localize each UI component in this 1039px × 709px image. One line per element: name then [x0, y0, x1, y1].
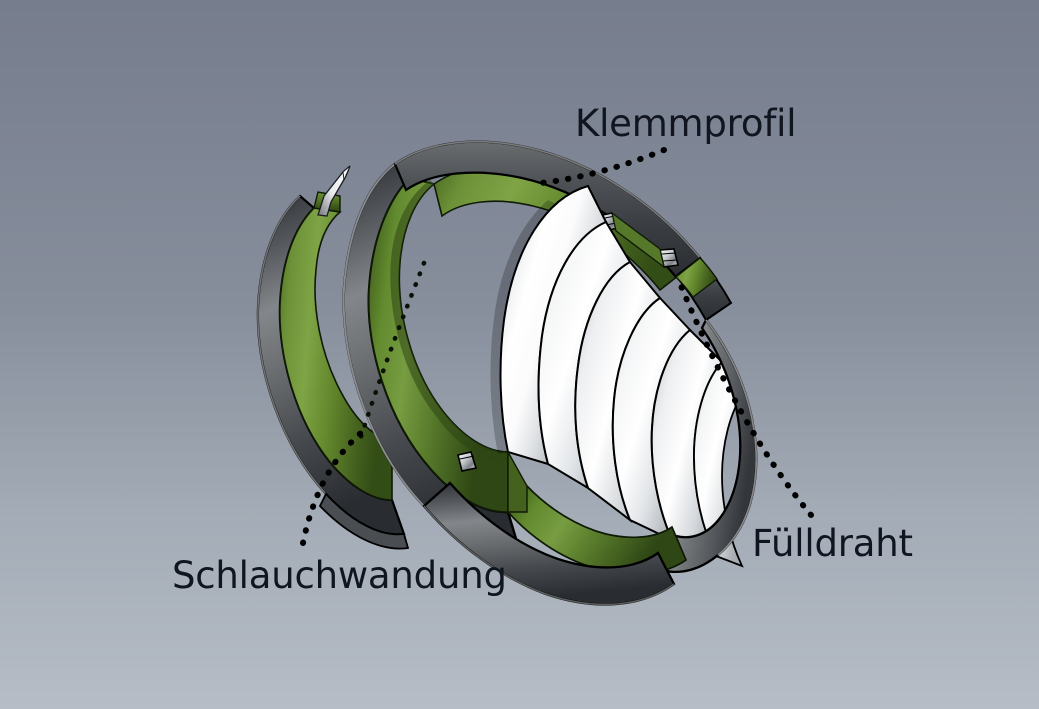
fuelldraht-tip [317, 165, 351, 217]
klemmprofil-left-cap [318, 492, 410, 550]
hidden-seam-line [356, 260, 427, 446]
callout-label-schlauchwandung: Schlauchwandung [172, 554, 507, 597]
leader-fuelldraht [676, 278, 814, 518]
hose-assembly [256, 140, 758, 606]
schlauchwandung-band-5 [506, 449, 688, 575]
callout-label-fuelldraht: Fülldraht [752, 522, 913, 565]
inner-hose-surface [499, 184, 746, 568]
klemmprofil-coil-bottom [422, 481, 676, 606]
leader-schlauchwandung [300, 429, 365, 546]
schlauchwandung-band-4 [610, 211, 718, 298]
callout-leaders [300, 147, 814, 546]
assembly-shading [490, 200, 556, 454]
fuelldraht-section-lower [457, 451, 478, 472]
callout-label-klemmprofil: Klemmprofil [575, 102, 796, 145]
leader-klemmprofil [538, 147, 667, 186]
callout-labels: Klemmprofil Schlauchwandung Fülldraht [172, 102, 913, 597]
